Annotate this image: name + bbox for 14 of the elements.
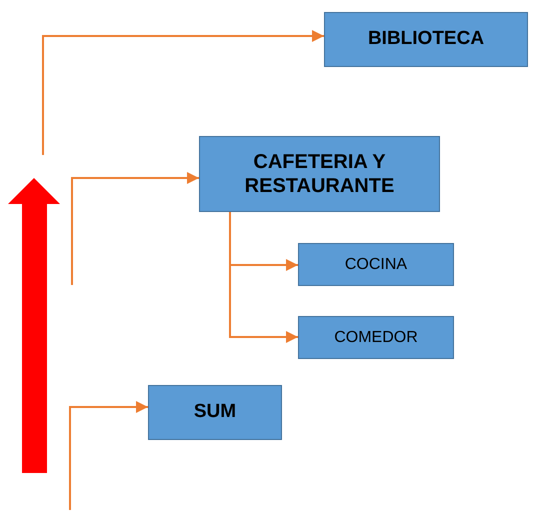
arrow xyxy=(69,401,148,510)
arrow xyxy=(71,172,199,285)
process-box xyxy=(298,316,454,359)
process-box xyxy=(298,243,454,286)
process-box xyxy=(324,12,528,67)
arrow xyxy=(229,212,298,343)
process-box xyxy=(148,385,282,440)
box-label: BIBLIOTECA xyxy=(368,28,484,51)
box-label: COMEDOR xyxy=(334,328,418,348)
box-label: CAFETERIA Y RESTAURANTE xyxy=(244,150,396,198)
arrow xyxy=(42,30,324,155)
box-label: COCINA xyxy=(344,254,408,274)
process-box xyxy=(199,136,440,212)
box-label: SUM xyxy=(194,401,236,424)
